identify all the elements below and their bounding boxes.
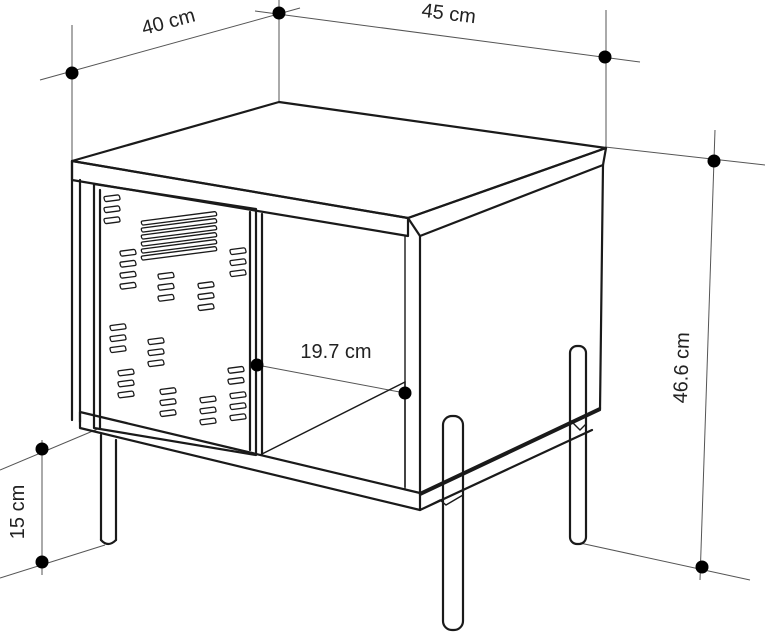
perforation-slot bbox=[140, 239, 218, 254]
width-dimension-line bbox=[254, 10, 641, 63]
height-top-dot bbox=[707, 154, 721, 168]
perforation-slot bbox=[119, 270, 137, 279]
perforation-slot bbox=[159, 409, 177, 418]
perforation-slot bbox=[229, 258, 247, 267]
perforation-slot bbox=[103, 194, 121, 203]
perforation-slot bbox=[199, 417, 217, 426]
perforation-slot bbox=[197, 281, 215, 290]
dimension-dots bbox=[35, 6, 721, 574]
leg-height-label: 15 cm bbox=[7, 485, 29, 539]
legs bbox=[99, 344, 588, 546]
height-label: 46.6 cm bbox=[670, 332, 694, 404]
cabinet-right-side bbox=[406, 146, 608, 497]
dimension-lines bbox=[0, 0, 765, 581]
depth-label: 40 cm bbox=[139, 5, 197, 40]
door-start-dot bbox=[250, 358, 264, 372]
perforation-slot bbox=[197, 303, 215, 312]
door-dimension-line bbox=[256, 364, 406, 394]
perforation-slot bbox=[119, 281, 137, 290]
perforation-slot bbox=[103, 216, 121, 225]
perforation-slot bbox=[140, 232, 218, 247]
perforation-slot bbox=[109, 323, 127, 332]
perforation-slot bbox=[109, 345, 127, 354]
cabinet-bottom-side-edge-lower bbox=[418, 428, 594, 512]
perforation-slot bbox=[147, 359, 165, 368]
perforation-slot bbox=[147, 348, 165, 357]
perforation-slot bbox=[229, 269, 247, 278]
height-extension-top bbox=[604, 146, 765, 166]
cabinet-right-top-edge bbox=[418, 163, 605, 238]
height-extension-bottom bbox=[579, 542, 751, 581]
cabinet-top bbox=[70, 100, 608, 220]
perforation-slot bbox=[199, 395, 217, 404]
front-left-leg-foot bbox=[99, 538, 118, 546]
perforation-slot bbox=[159, 398, 177, 407]
depth-end-dot bbox=[272, 6, 286, 20]
sliding-door bbox=[92, 182, 258, 457]
perforation-slot bbox=[229, 391, 247, 400]
perforation-slot bbox=[140, 246, 218, 261]
back-right-leg bbox=[568, 344, 588, 546]
perforation-slot bbox=[227, 376, 245, 385]
door-perforations bbox=[103, 194, 247, 426]
dimension-labels: 40 cm 45 cm 46.6 cm 15 cm 19.7 cm bbox=[7, 0, 694, 539]
perforation-slot bbox=[117, 379, 135, 388]
cabinet-bottom-side-edge bbox=[418, 406, 602, 495]
perforation-slot bbox=[229, 413, 247, 422]
cabinet bbox=[70, 100, 608, 512]
depth-start-dot bbox=[65, 66, 79, 80]
perforation-slot bbox=[109, 334, 127, 343]
door-width-label: 19.7 cm bbox=[300, 341, 371, 363]
height-dimension-line bbox=[699, 129, 716, 581]
cabinet-top-front-edge bbox=[70, 159, 410, 238]
perforation-slot bbox=[117, 368, 135, 377]
leg-bottom-dot bbox=[35, 555, 49, 569]
leg-extension-top bbox=[0, 427, 101, 471]
perforation-slot bbox=[140, 225, 218, 240]
perforation-slot bbox=[117, 390, 135, 399]
width-end-dot bbox=[598, 50, 612, 64]
perforation-slot bbox=[140, 211, 218, 226]
height-bottom-dot bbox=[695, 560, 709, 574]
perforation-slot bbox=[147, 337, 165, 346]
door-end-dot bbox=[398, 386, 412, 400]
perforation-slot bbox=[229, 247, 247, 256]
perforation-slot bbox=[159, 387, 177, 396]
perforation-slot bbox=[157, 293, 175, 302]
perforation-slot bbox=[157, 282, 175, 291]
perforation-slot bbox=[119, 248, 137, 257]
leg-bracket bbox=[419, 494, 464, 511]
perforation-slot bbox=[229, 402, 247, 411]
width-label: 45 cm bbox=[420, 0, 477, 28]
back-leg-bracket bbox=[569, 419, 587, 431]
perforation-slot bbox=[103, 205, 121, 214]
perforation-slot bbox=[140, 218, 218, 233]
leg-extension-bottom bbox=[0, 544, 106, 579]
leg-top-dot bbox=[35, 442, 49, 456]
perforation-slot bbox=[199, 406, 217, 415]
front-right-leg-group bbox=[419, 414, 587, 632]
perforation-slot bbox=[119, 259, 137, 268]
perforation-slot bbox=[157, 271, 175, 280]
perforation-slot bbox=[197, 292, 215, 301]
front-right-leg bbox=[441, 414, 465, 632]
depth-dimension-line bbox=[39, 7, 301, 81]
perforation-slot bbox=[227, 365, 245, 374]
